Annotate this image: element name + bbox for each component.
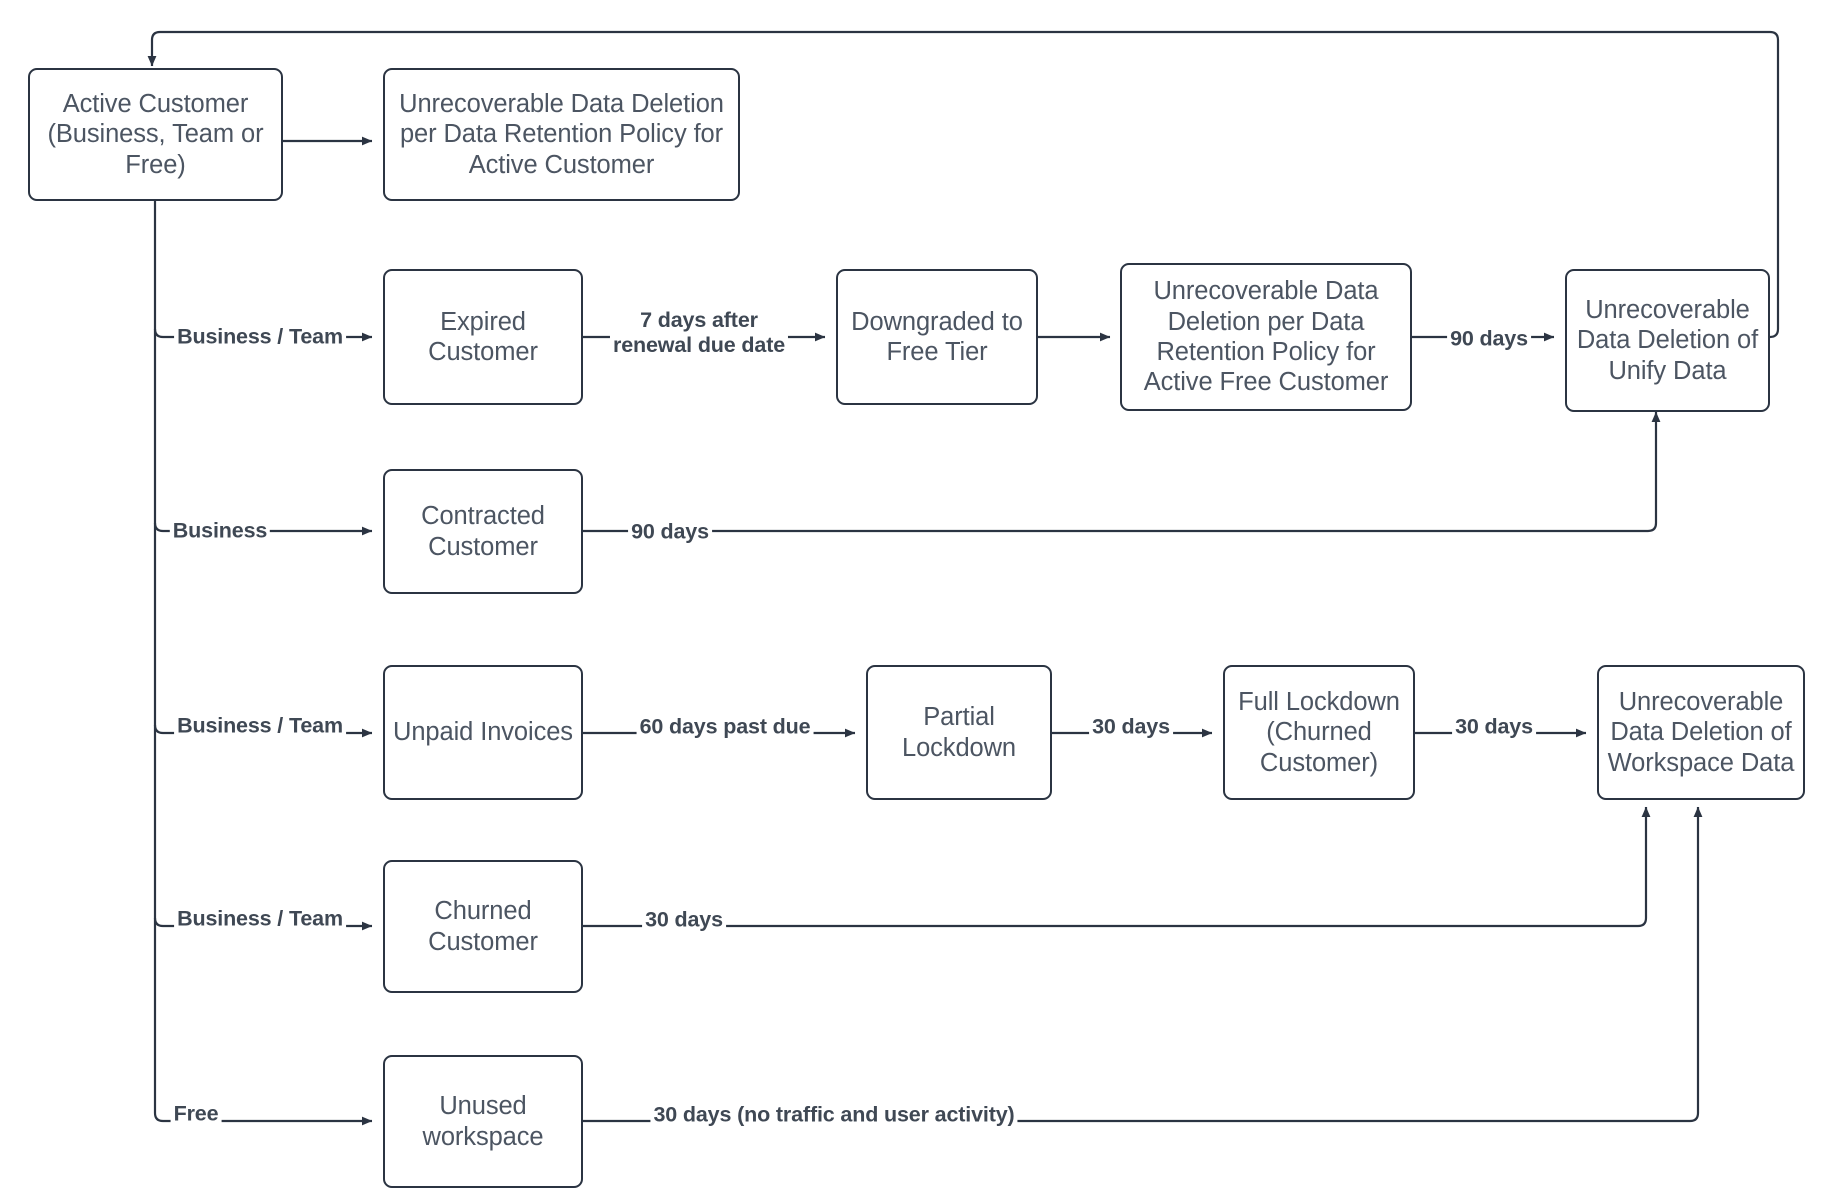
edge-branch-churned-stub <box>153 917 170 928</box>
edge-label-thirty-days-unused: 30 days (no traffic and user activity) <box>650 1102 1018 1128</box>
node-unrecoverable-deletion-active-customer[interactable]: Unrecoverable Data Deletion per Data Ret… <box>383 68 740 201</box>
edge-unused-to-workspace-deletion <box>583 806 1703 1123</box>
edge-label-branch-business-team-unpaid: Business / Team <box>174 713 346 739</box>
edge-label-branch-free: Free <box>170 1101 222 1127</box>
node-churned-customer[interactable]: Churned Customer <box>383 860 583 993</box>
node-downgraded-free-tier[interactable]: Downgraded to Free Tier <box>836 269 1038 405</box>
edge-label-thirty-days-churned: 30 days <box>642 907 726 933</box>
node-expired-customer[interactable]: Expired Customer <box>383 269 583 405</box>
edge-branch-unpaid-stub <box>153 724 170 735</box>
node-full-lockdown-churned-customer[interactable]: Full Lockdown (Churned Customer) <box>1223 665 1415 800</box>
edge-branch-expired-stub <box>153 328 170 339</box>
edge-label-thirty-days-partial: 30 days <box>1089 714 1173 740</box>
node-deletion-policy-active-free-customer[interactable]: Unrecoverable Data Deletion per Data Ret… <box>1120 263 1412 411</box>
edge-label-sixty-days-past-due: 60 days past due <box>636 714 814 740</box>
edge-contracted-to-unify <box>583 411 1661 533</box>
edge-left-spine <box>153 201 170 1123</box>
node-unpaid-invoices[interactable]: Unpaid Invoices <box>383 665 583 800</box>
node-contracted-customer[interactable]: Contracted Customer <box>383 469 583 594</box>
edge-label-thirty-days-full: 30 days <box>1452 714 1536 740</box>
node-partial-lockdown[interactable]: Partial Lockdown <box>866 665 1052 800</box>
edge-label-seven-days-after-renewal: 7 days after renewal due date <box>609 307 789 359</box>
node-unrecoverable-deletion-workspace-data[interactable]: Unrecoverable Data Deletion of Workspace… <box>1597 665 1805 800</box>
edge-label-branch-business-team-expired: Business / Team <box>174 324 346 350</box>
node-unrecoverable-deletion-unify-data[interactable]: Unrecoverable Data Deletion of Unify Dat… <box>1565 269 1770 412</box>
edge-label-ninety-days-unify: 90 days <box>1447 326 1531 352</box>
node-unused-workspace[interactable]: Unused workspace <box>383 1055 583 1188</box>
edge-label-branch-business: Business <box>169 518 271 544</box>
edge-label-ninety-days-contracted: 90 days <box>628 519 712 545</box>
edge-branch-contracted-stub <box>153 522 170 533</box>
edge-churned-to-workspace-deletion <box>583 806 1651 928</box>
node-active-customer[interactable]: Active Customer (Business, Team or Free) <box>28 68 283 201</box>
edge-label-branch-business-team-churned: Business / Team <box>174 906 346 932</box>
